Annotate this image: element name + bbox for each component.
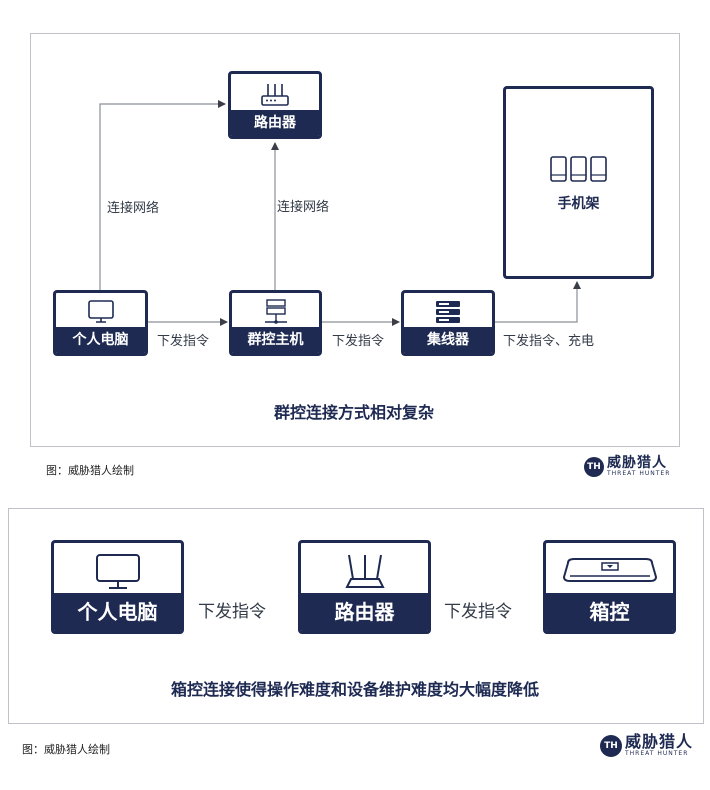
bottom-router-icon: [301, 551, 428, 597]
controller-node: 群控主机: [229, 290, 322, 356]
label-controller-hub: 下发指令: [332, 334, 385, 349]
brand-name: 威胁猎人: [607, 455, 667, 471]
label-bottom-pc-router: 下发指令: [198, 602, 266, 622]
bottom-brand-logo: TH 威胁猎人 THREAT HUNTER: [600, 734, 693, 757]
bottom-monitor-icon: [54, 552, 181, 596]
label-pc-controller: 下发指令: [157, 334, 210, 349]
brand-tagline: THREAT HUNTER: [607, 470, 671, 477]
hub-label: 集线器: [404, 327, 492, 353]
label-bottom-router-box: 下发指令: [444, 602, 512, 622]
bottom-router-node: 路由器: [298, 540, 431, 634]
top-caption: 群控连接方式相对复杂: [273, 403, 434, 422]
brand-mark: TH: [584, 456, 604, 477]
label-hub-rack: 下发指令、充电: [503, 334, 595, 349]
label-controller-router: 连接网络: [277, 200, 330, 215]
bottom-caption: 箱控连接使得操作难度和设备维护难度均大幅度降低: [170, 680, 539, 699]
phone-rack-node: 手机架: [503, 86, 654, 279]
top-brand-logo: TH 威胁猎人 THREAT HUNTER: [584, 456, 670, 477]
brand-name-2: 威胁猎人: [625, 732, 694, 751]
box-control-label: 箱控: [546, 593, 673, 631]
server-icon: [232, 298, 319, 330]
router-icon: [231, 82, 319, 112]
hub-node: 集线器: [401, 290, 495, 356]
bottom-pc-node: 个人电脑: [51, 540, 184, 634]
edge-hub-rack: [495, 281, 581, 323]
edge-pc-router: [99, 100, 226, 290]
controller-label: 群控主机: [232, 327, 319, 353]
phones-icon: [506, 155, 651, 187]
bottom-credit: 图：威胁猎人绘制: [22, 743, 110, 756]
bottom-router-label: 路由器: [301, 593, 428, 631]
brand-mark-2: TH: [600, 734, 622, 757]
router-label: 路由器: [231, 110, 319, 136]
top-credit: 图：威胁猎人绘制: [46, 464, 134, 477]
pc-label: 个人电脑: [56, 327, 145, 353]
pc-node: 个人电脑: [53, 290, 148, 356]
brand-tagline-2: THREAT HUNTER: [625, 750, 689, 757]
box-control-node: 箱控: [543, 540, 676, 634]
router-node: 路由器: [228, 71, 322, 139]
monitor-icon: [56, 299, 145, 329]
hub-icon: [404, 299, 492, 329]
box-control-icon: [546, 557, 673, 589]
bottom-pc-label: 个人电脑: [54, 593, 181, 631]
label-pc-router: 连接网络: [107, 201, 160, 216]
phone-rack-label: 手机架: [557, 196, 600, 212]
